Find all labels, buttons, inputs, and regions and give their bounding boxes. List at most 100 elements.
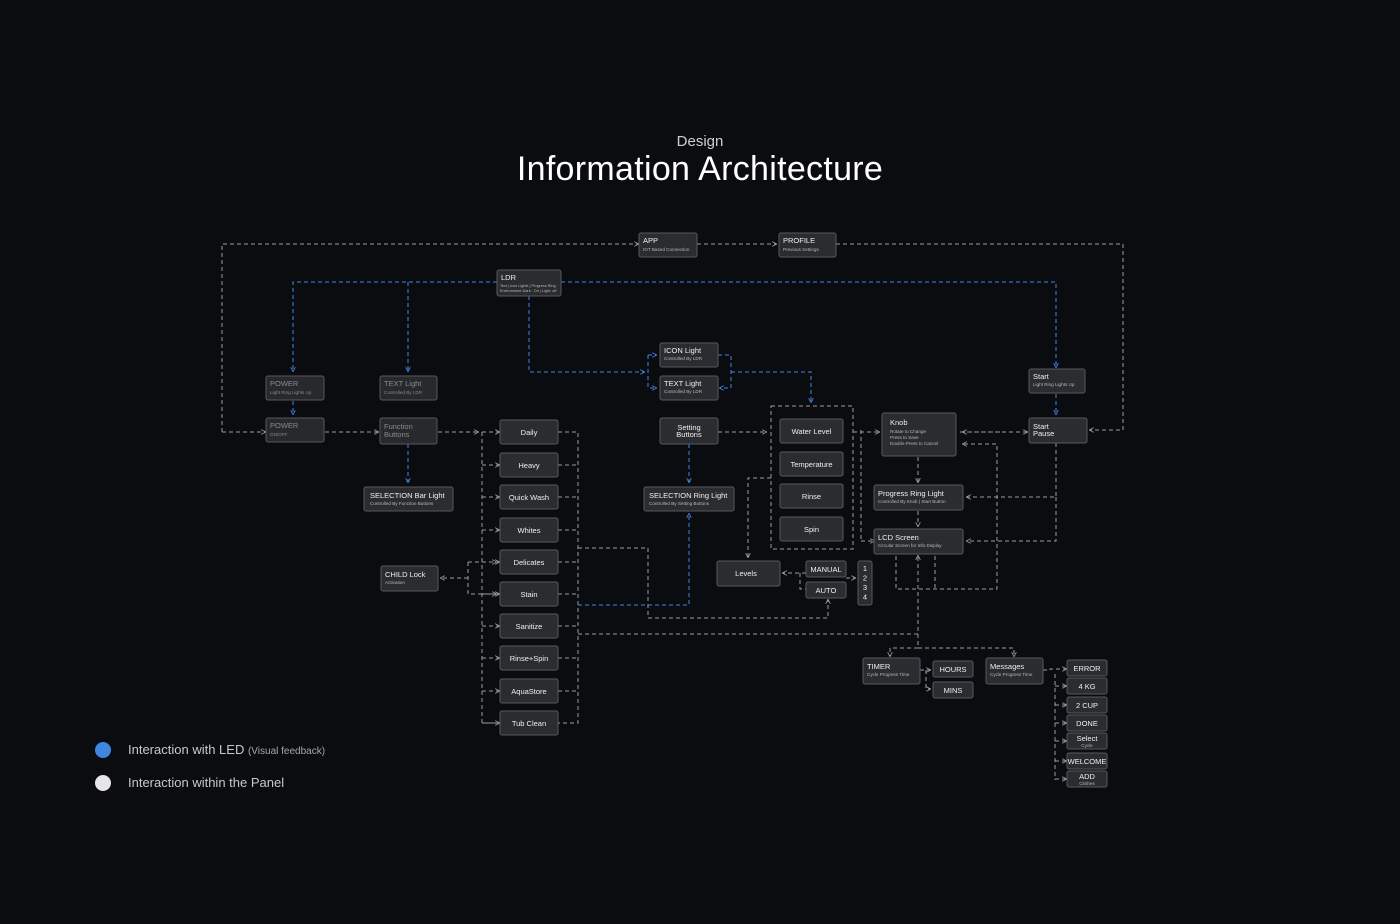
selection-ring-light-title: SELECTION Ring Light [649,491,728,500]
profile-title: PROFILE [783,236,815,245]
timer-title: TIMER [867,662,891,671]
lcd-screen-sub: Circular Screen for Info Display [878,543,942,548]
hours-title: HOURS [939,665,966,674]
level-1: 1 [863,564,867,573]
legend-led-note: (Visual feedback) [247,746,326,757]
progress-ring-node: Progress Ring Light Controlled By Knob |… [873,484,964,511]
app-node: APP IOT Based Connection [638,232,698,258]
start-light-node: Start Light Ring Lights Up [1028,368,1086,394]
child-lock-sub: Activation [385,580,405,585]
setting-buttons-title: Setting [677,423,700,432]
app-title: APP [643,236,658,245]
message-2-cup: 2 CUP [1066,696,1108,714]
selection-ring-light-node: SELECTION Ring Light Controlled By Setti… [643,486,735,512]
selection-bar-light-node: SELECTION Bar Light Controlled By Functi… [363,486,454,512]
setting-rinse: Rinse [779,483,844,509]
messages-node: Messages Cycle Progress Time [985,657,1044,685]
message-error: ERROR [1066,659,1108,677]
progress-ring-sub: Controlled By Knob | Start Button [878,499,946,504]
selection-ring-light-sub: Controlled By Setting Buttons [649,501,710,506]
setting-spin: Spin [779,516,844,542]
text-light-left-title: TEXT Light [384,379,422,388]
setting-buttons-title-2: Buttons [676,430,702,439]
program-aquastore-label: AquaStore [511,687,546,696]
manual-title: MANUAL [810,565,841,574]
levels-node: Levels [716,560,781,587]
icon-light-title: ICON Light [664,346,702,355]
program-rinse-spin-label: Rinse+Spin [510,654,549,663]
messages-title: Messages [990,662,1024,671]
messages-sub: Cycle Progress Time [990,672,1033,677]
panel-connections [221,244,1124,780]
message-add-sub: Clothes [1079,781,1095,786]
start-pause-node: Start Pause [1028,417,1088,444]
program-quick-wash-label: Quick Wash [509,493,549,502]
program-sanitize: Sanitize [499,613,559,639]
message-error-label: ERROR [1073,664,1101,673]
program-tub-clean: Tub Clean [499,710,559,736]
level-3: 3 [863,583,867,592]
knob-line-2: Press to Save [890,435,919,440]
selection-bar-light-sub: Controlled By Function Buttons [370,501,434,506]
function-buttons-node: Function Buttons [379,417,438,445]
program-heavy-label: Heavy [518,461,540,470]
level-numbers-node: 1 2 3 4 [857,560,873,606]
setting-water-level-label: Water Level [792,427,832,436]
power-button-node: POWER ON/OFF [265,417,325,443]
level-4: 4 [863,593,867,602]
knob-node: Knob Rotate to Change Press to Save Doub… [881,412,957,457]
setting-temperature-label: Temperature [790,460,832,469]
text-light-mid-node: TEXT Light Controlled By LDR [659,375,719,401]
knob-line-1: Rotate to Change [890,429,926,434]
text-light-left-sub: Controlled By LDR [384,390,423,395]
child-lock-title: CHILD Lock [385,570,426,579]
auto-node: AUTO [805,581,847,599]
auto-title: AUTO [816,586,837,595]
message-done-label: DONE [1076,719,1098,728]
power-button-title: POWER [270,421,299,430]
setting-buttons-node: Setting Buttons [659,417,719,445]
setting-rinse-label: Rinse [802,492,821,501]
ldr-node: LDR Text | Icon Lights | Progress Ring E… [496,269,562,297]
program-delicates: Delicates [499,549,559,575]
profile-sub: Previous Settings [783,247,819,252]
start-pause-title-2: Pause [1033,429,1054,438]
power-light-node: POWER Light Ring Lights Up [265,375,325,401]
text-light-left-node: TEXT Light Controlled By LDR [379,375,438,401]
mins-node: MINS [932,681,974,699]
power-light-sub: Light Ring Lights Up [270,390,312,395]
legend-panel-label: Interaction within the Panel [128,775,285,790]
start-light-sub: Light Ring Lights Up [1033,382,1075,387]
led-dot-icon [95,742,111,758]
message-4-kg: 4 KG [1066,677,1108,695]
message-add-label: ADD [1079,772,1095,781]
page-title: Information Architecture [516,150,884,188]
child-lock-node: CHILD Lock Activation [380,565,439,592]
program-stain-label: Stain [520,590,537,599]
text-light-mid-sub: Controlled By LDR [664,389,703,394]
ldr-title: LDR [501,273,517,282]
led-connections [293,281,1056,606]
level-2: 2 [863,574,867,583]
setting-temperature: Temperature [779,451,844,477]
message-select-sub: Cycle [1081,743,1093,748]
program-tub-clean-label: Tub Clean [512,719,546,728]
timer-sub: Cycle Progress Time [867,672,910,677]
ldr-sub-1: Text | Icon Lights | Progress Ring [500,284,556,288]
power-light-title: POWER [270,379,299,388]
lcd-screen-node: LCD Screen Circular Screen for Info Disp… [873,528,964,555]
message-2-cup-label: 2 CUP [1076,701,1098,710]
profile-node: PROFILE Previous Settings [778,232,837,258]
mins-title: MINS [944,686,963,695]
program-daily-label: Daily [521,428,538,437]
ldr-sub-2: Environment-Dark : On | Light: off [500,289,557,293]
message-done: DONE [1066,714,1108,732]
progress-ring-title: Progress Ring Light [878,489,945,498]
program-whites: Whites [499,517,559,543]
program-stain: Stain [499,581,559,607]
